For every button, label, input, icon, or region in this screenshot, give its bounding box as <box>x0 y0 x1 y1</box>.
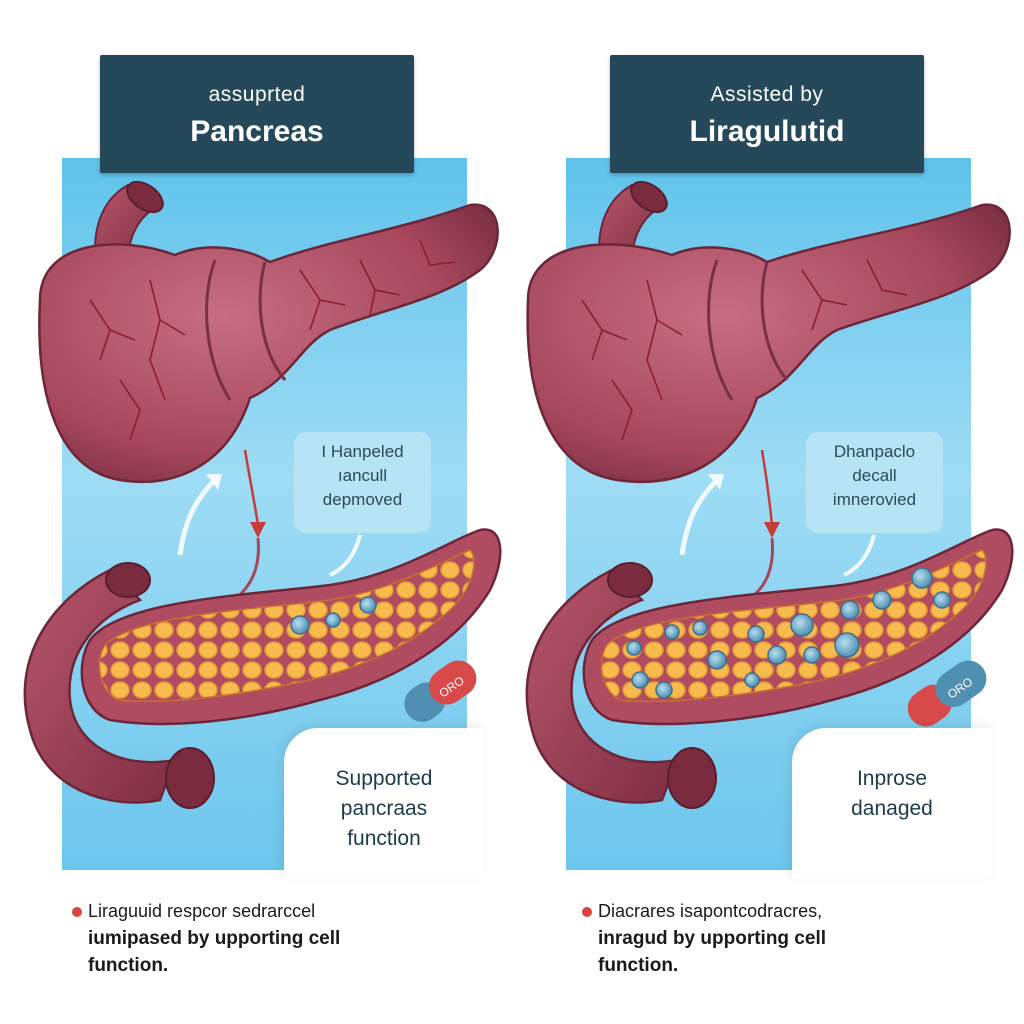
panel-right: ORO Assisted by Liragulutid Dhanpaclo de… <box>512 0 1024 1024</box>
duodenum <box>23 568 177 804</box>
caption-line: function. <box>598 955 679 976</box>
caption-line: Liraguuid respcor sedrarccel <box>88 901 316 921</box>
caption: Liraguuid respcor sedrarccel iumipased b… <box>72 898 508 979</box>
up-arrow <box>177 478 217 556</box>
caption-line: inragud by upporting cell <box>598 928 826 949</box>
callout-label: I Hanpeled ıancull depmoved <box>294 432 431 533</box>
callout-line: decall <box>852 466 897 485</box>
note-line: danaged <box>851 797 933 820</box>
caption-line: function. <box>88 955 169 976</box>
up-arrow <box>679 478 719 556</box>
callout-line: ıancull <box>337 466 388 485</box>
title-main: Pancreas <box>190 115 324 148</box>
vessel-opening <box>630 180 668 214</box>
duodenum <box>525 568 679 804</box>
title-box: assuprted Pancreas <box>100 55 414 173</box>
note-line: pancraas <box>340 797 428 820</box>
pill-icon: ORO <box>404 660 477 722</box>
callout-line: imnerovied <box>832 490 917 509</box>
function-note: Supported pancraas function <box>284 728 484 878</box>
vessel-opening <box>126 180 164 214</box>
caption: Diacrares isapontcodracres, inragud by u… <box>582 898 1018 979</box>
islet-cells <box>626 567 951 699</box>
note-line: Supported <box>335 767 433 790</box>
pancreas-illustration: ORO <box>23 180 502 809</box>
callout-arrow <box>843 534 876 577</box>
bullet-icon <box>72 907 82 917</box>
note-line: function <box>347 827 421 850</box>
callout-line: I Hanpeled <box>321 442 404 461</box>
callout-line: depmoved <box>322 490 403 509</box>
title-box: Assisted by Liragulutid <box>610 55 924 173</box>
title-main: Liragulutid <box>689 115 845 148</box>
callout-arrow <box>329 534 362 577</box>
caption-line: Diacrares isapontcodracres, <box>598 901 823 921</box>
duodenum-opening <box>607 562 653 598</box>
damage-cracks <box>89 239 456 441</box>
down-arrow <box>243 449 260 526</box>
duodenum-opening <box>105 562 151 598</box>
caption-line: iumipased by upporting cell <box>88 928 341 949</box>
callout-label: Dhanpaclo decall imnerovied <box>806 432 943 533</box>
tissue-section <box>98 549 475 703</box>
note-line: Inprose <box>856 767 928 790</box>
title-subtitle: assuprted <box>208 83 306 106</box>
down-arrow <box>760 449 774 526</box>
upper-pancreas <box>38 203 499 484</box>
function-note: Inprose danaged <box>792 728 992 878</box>
callout-line: Dhanpaclo <box>833 442 916 461</box>
pill-icon: ORO <box>907 660 987 727</box>
damage-cracks <box>581 259 908 441</box>
bullet-icon <box>582 907 592 917</box>
islet-cells <box>290 596 377 635</box>
panel-left: ORO assuprted Pancreas I Hanpeled ıancul… <box>23 55 508 979</box>
title-subtitle: Assisted by <box>710 83 824 106</box>
pancreas-illustration: ORO <box>525 180 1014 809</box>
